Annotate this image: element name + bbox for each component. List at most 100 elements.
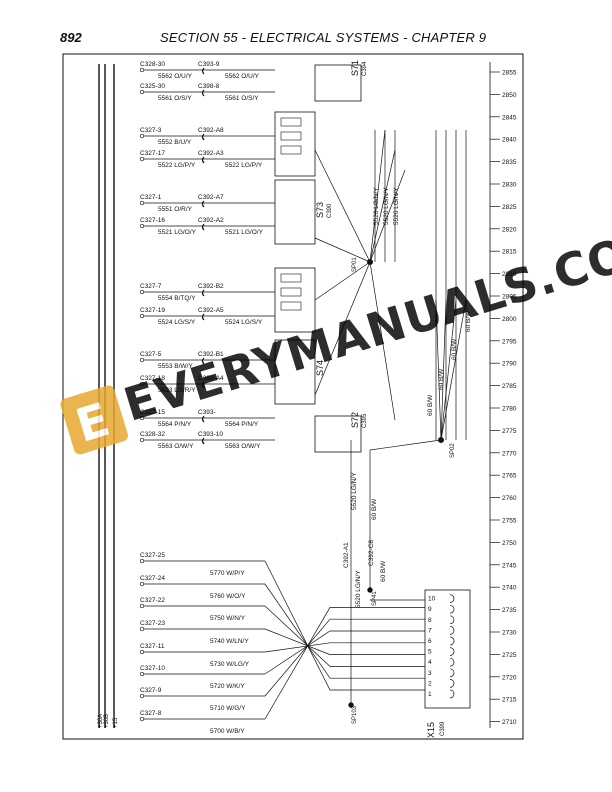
- mid-connector-label: C392-B1: [198, 351, 224, 358]
- switch-box: [274, 179, 316, 245]
- left-connector-label: C327-15: [140, 409, 165, 416]
- mid-wire-label: 5564 P/N/Y: [225, 421, 259, 428]
- bottom-wire-label: 5710 W/G/Y: [210, 705, 246, 712]
- mid-wire-label: 5521 LG/O/Y: [225, 229, 264, 236]
- splice-wire: [314, 261, 371, 396]
- section-title: SECTION 55 - ELECTRICAL SYSTEMS - CHAPTE…: [160, 30, 487, 45]
- bottom-connector-label: C327-22: [140, 597, 165, 604]
- switch-box: [314, 64, 362, 102]
- connector-pin: [201, 156, 205, 164]
- x15-pin: [449, 657, 455, 667]
- wire: [264, 605, 425, 667]
- left-connector-terminal: [139, 200, 145, 206]
- left-wire-label: 5521 LG/O/Y: [158, 229, 197, 236]
- left-connector-label: C327-1: [140, 194, 162, 201]
- relay-contact: [280, 301, 302, 311]
- diagram-frame: [62, 53, 524, 740]
- bottom-wire-label: 5730 W/LG/Y: [210, 661, 250, 668]
- bus-wire-label: 60 B/W: [371, 498, 378, 520]
- switch-connector-label: C395: [362, 413, 368, 428]
- connector-pin: [201, 313, 205, 321]
- connector-pin: [201, 381, 205, 389]
- wire: [264, 642, 425, 653]
- relay-contact: [280, 273, 302, 283]
- splice-point: [348, 702, 354, 708]
- scale-label: 2775: [502, 428, 517, 435]
- switch-label: S72: [350, 412, 360, 428]
- splice-wire: [314, 237, 371, 263]
- scale-label: 2710: [502, 719, 517, 726]
- connector-pin: [201, 89, 205, 97]
- left-wire-label: 5563 O/W/Y: [158, 443, 194, 450]
- bus-wire-label: 60 B/W: [438, 368, 445, 390]
- left-wire-label: 5524 LG/S/Y: [158, 319, 196, 326]
- left-connector-terminal: [139, 415, 145, 421]
- bottom-connector-terminal: [139, 558, 145, 564]
- bottom-wire-label: 5750 W/N/Y: [210, 615, 246, 622]
- bus-wire-label: 5520 LG/N/Y: [351, 472, 358, 510]
- scale-label: 2845: [502, 114, 517, 121]
- mid-connector-label: C398-8: [198, 83, 220, 90]
- wire: [264, 628, 425, 655]
- left-wire-label: 5523 LG/R/Y: [158, 387, 196, 394]
- x15-pin: [449, 668, 455, 678]
- wire: [264, 630, 425, 675]
- x15-pin: [449, 636, 455, 646]
- left-connector-terminal: [139, 313, 145, 319]
- splice-wire: [369, 129, 386, 263]
- splice-label: SP02: [450, 443, 456, 458]
- mid-connector-label: C393-9: [198, 61, 220, 68]
- left-wire-label: 5564 P/N/Y: [158, 421, 192, 428]
- splice-wire: [369, 149, 396, 263]
- scale-label: 2825: [502, 204, 517, 211]
- x15-pin-label: 2: [428, 680, 432, 687]
- bottom-connector-label: C327-9: [140, 687, 162, 694]
- left-connector-terminal: [139, 381, 145, 387]
- rail-label: +30B: [104, 714, 110, 728]
- mid-connector-label: C392-A3: [198, 150, 224, 157]
- x15-pin-label: 6: [428, 638, 432, 645]
- bottom-connector-label: C327-8: [140, 710, 162, 717]
- scale-label: 2745: [502, 562, 517, 569]
- left-connector-label: C325-30: [140, 83, 165, 90]
- left-wire-label: 5562 O/U/Y: [158, 73, 193, 80]
- mid-wire-label: 5562 O/U/Y: [225, 73, 260, 80]
- connector-label: C392-A1: [343, 542, 350, 568]
- page-number: 892: [60, 30, 82, 45]
- x15-pin-label: 8: [428, 617, 432, 624]
- scale-label: 2830: [502, 182, 517, 189]
- bottom-connector-terminal: [139, 716, 145, 722]
- splice-label: SP01: [352, 257, 358, 272]
- x15-pin: [449, 626, 455, 635]
- left-connector-terminal: [139, 223, 145, 229]
- x15-pin: [449, 647, 455, 656]
- scale-label: 2850: [502, 92, 517, 99]
- left-connector-terminal: [139, 357, 145, 363]
- rail-label: +15: [113, 717, 119, 728]
- left-connector-terminal: [139, 289, 145, 295]
- left-connector-label: C327-17: [140, 150, 165, 157]
- page-header: 892 SECTION 55 - ELECTRICAL SYSTEMS - CH…: [60, 30, 530, 48]
- connector-pin: [201, 200, 205, 208]
- splice-wire: [314, 149, 371, 263]
- left-connector-label: C327-5: [140, 351, 162, 358]
- splice-wire: [369, 169, 406, 263]
- splice-wire: [440, 299, 457, 441]
- scale-label: 2820: [502, 226, 517, 233]
- relay-contact: [280, 131, 302, 141]
- bottom-connector-label: C327-10: [140, 665, 165, 672]
- bottom-connector-terminal: [139, 693, 145, 699]
- splice-wire: [440, 299, 447, 441]
- wire: [264, 583, 425, 679]
- scale-label: 2750: [502, 540, 517, 547]
- connector-pin: [201, 223, 205, 231]
- wire: [264, 560, 425, 691]
- left-connector-terminal: [139, 89, 145, 95]
- relay-contact: [280, 287, 302, 297]
- connector-pin: [201, 357, 205, 365]
- mid-connector-label: C392-B2: [198, 283, 224, 290]
- mid-wire-label: 5524 LG/S/Y: [225, 319, 263, 326]
- left-connector-label: C328-30: [140, 61, 165, 68]
- bus-wire-label: 5520 LG/N/Y: [355, 570, 362, 608]
- switch-label: S73: [315, 202, 325, 218]
